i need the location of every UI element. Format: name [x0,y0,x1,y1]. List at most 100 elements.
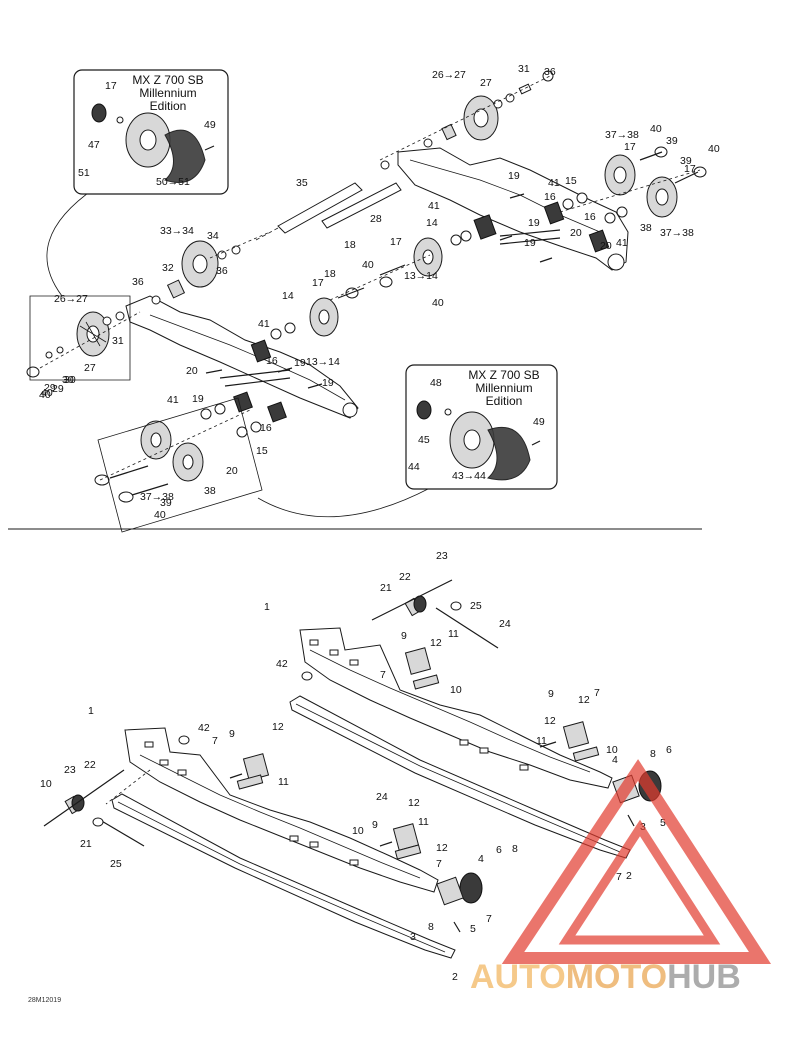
callout-label: 11 [418,816,429,828]
callout-label: 38 [640,222,652,234]
callout-label: 27 [480,77,492,89]
rails-assembly [43,579,662,959]
callout-label: 41 [167,394,179,406]
assembly-lines [39,75,701,481]
wheel-13-14-lower [309,297,339,337]
group-box-26-27 [29,295,131,381]
callout-label: 37→38 [140,491,174,503]
callout-label: 23 [64,764,76,776]
callout-label: 39 [160,497,172,509]
hardware-top [26,70,707,503]
callout-label: 18 [324,268,336,280]
callout-label: 11 [278,776,289,788]
callout-label: 24 [499,618,511,630]
callout-label: 7 [594,687,600,699]
callout-label: 13→14 [404,270,438,282]
shaft-35 [255,182,363,241]
inset-right-line1: MX Z 700 SB [468,368,539,382]
watermark-triangle [501,759,772,964]
callout-label: 48 [430,377,442,389]
watermark-triangle-inner [558,819,721,945]
callout-label: 9 [229,728,235,740]
callout-label: 47 [88,139,100,151]
callout-label: 5 [660,817,666,829]
inset-leader-right [257,487,431,518]
rail-hardware [43,579,635,933]
callout-label: 50→51 [156,176,190,188]
callout-label: 4 [612,754,618,766]
pivot-blocks [200,192,628,438]
callout-label: 49 [204,119,216,131]
bolts-19 [205,193,553,389]
callout-label: 7 [486,913,492,925]
callout-label: 43→44 [452,470,486,482]
callout-label: 7 [616,871,622,883]
group-box-37-38 [97,397,263,533]
callout-label: 12 [578,694,590,706]
figure-code: 28M12019 [28,997,61,1004]
inset-leader-left [46,187,96,297]
rail-frame-front [124,727,439,893]
watermark-logo: AUTOMOTOHUB [470,759,772,996]
callout-label: 25 [470,600,482,612]
callout-label: 12 [436,842,448,854]
callout-label: 14 [426,217,438,229]
callout-label: 21 [380,582,392,594]
callout-label: 11 [448,628,459,640]
callout-label: 10 [450,684,462,696]
callout-label: 30 [64,374,76,386]
inset-top-left-line2: Millennium [139,86,196,100]
frame-upper-right [397,147,629,271]
callout-label: 35 [296,177,308,189]
callout-label: 31 [112,335,124,347]
callout-label: 26→27 [54,293,88,305]
callout-label: 41 [258,318,270,330]
callout-label: 19 [508,170,520,182]
callout-label: 6 [666,744,672,756]
callout-label: 10 [40,778,52,790]
callout-label: 41 [428,200,440,212]
wheel-13-14-upper [413,237,443,277]
watermark-text: AUTOMOTOHUB [470,958,741,996]
callout-label: 37→38 [605,129,639,141]
callout-label: 5 [470,923,476,935]
callout-label: 31 [518,63,530,75]
callout-label: 45 [418,434,430,446]
callout-label: 27 [84,362,96,374]
inset-top-left: MX Z 700 SB Millennium Edition [73,69,229,195]
callout-label: 12 [408,797,420,809]
callout-label: 22 [84,759,96,771]
callout-label: 11 [536,735,547,747]
callout-label: 28 [370,213,382,225]
callout-label: 10 [352,825,364,837]
callout-label: 8 [428,921,434,933]
watermark-hub: HUB [667,958,741,996]
callout-label: 17 [624,141,636,153]
rear-suspension-assembly [26,70,707,533]
callout-label: 26→27 [432,69,466,81]
callout-label: 40 [41,387,53,399]
callout-label: 44 [408,461,420,473]
watermark-moto: MOTO [566,958,667,996]
callout-label: 19 [294,357,306,369]
callout-label: 38 [204,485,216,497]
callout-label: 8 [650,748,656,760]
wheel-37-38-upper [604,154,636,196]
callout-label: 40 [362,259,374,271]
callout-label: 23 [436,550,448,562]
callout-label: 33→34 [160,225,194,237]
callout-label: 2 [626,870,632,882]
rail-frame-back [299,627,613,789]
callout-label: 49 [533,416,545,428]
callout-label: 42 [198,722,210,734]
wheel-26-27-left [76,311,110,357]
callout-label: 17 [312,277,324,289]
inset-top-left-line3: Edition [150,99,187,113]
callout-label: 40 [432,297,444,309]
callout-label: 41 [548,177,560,189]
callout-label: 12 [272,721,284,733]
callout-label: 40 [650,123,662,135]
inset-right-line3: Edition [486,394,523,408]
callout-label: 1 [264,601,270,613]
